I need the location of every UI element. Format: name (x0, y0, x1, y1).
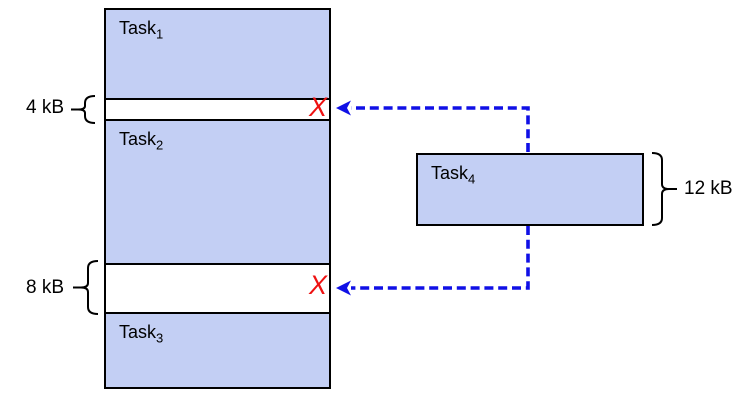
memory-map-column: Task1 Task2 Task3 (104, 8, 331, 389)
task4-size-label-12kb: 12 kB (684, 178, 733, 199)
task-1-subscript: 1 (156, 26, 164, 42)
left-brace-4kb-icon (71, 95, 96, 124)
task-block-2: Task2 (106, 121, 329, 265)
task-block-4: Task4 (416, 153, 644, 226)
dashed-arrow-to-4kb-gap (351, 106, 530, 152)
arrowhead-left-icon (336, 100, 351, 116)
left-brace-8kb-icon (73, 260, 99, 315)
task-block-1: Task1 (106, 10, 329, 100)
task-2-label: Task2 (119, 129, 164, 153)
task-2-name: Task (119, 129, 157, 149)
arrowhead-left-icon (336, 280, 351, 296)
task-4-name: Task (431, 163, 469, 183)
gap-size-label-8kb: 8 kB (25, 277, 64, 298)
task-2-subscript: 2 (156, 137, 164, 153)
reject-x-mark-4kb-gap: X (308, 92, 327, 122)
right-brace-12kb-icon (651, 152, 677, 226)
free-gap-8kb (106, 265, 329, 314)
reject-x-mark-8kb-gap: X (308, 270, 327, 300)
gap-size-label-4kb: 4 kB (25, 97, 64, 118)
dashed-arrow-to-8kb-gap (351, 226, 530, 290)
task-1-name: Task (119, 18, 157, 38)
task-block-3: Task3 (106, 314, 329, 387)
task-3-subscript: 3 (156, 330, 164, 346)
free-gap-4kb (106, 100, 329, 121)
task-3-label: Task3 (119, 322, 164, 346)
task-3-name: Task (119, 322, 157, 342)
task-4-label: Task4 (431, 163, 476, 187)
task-4-subscript: 4 (468, 171, 476, 187)
task-1-label: Task1 (119, 18, 164, 42)
